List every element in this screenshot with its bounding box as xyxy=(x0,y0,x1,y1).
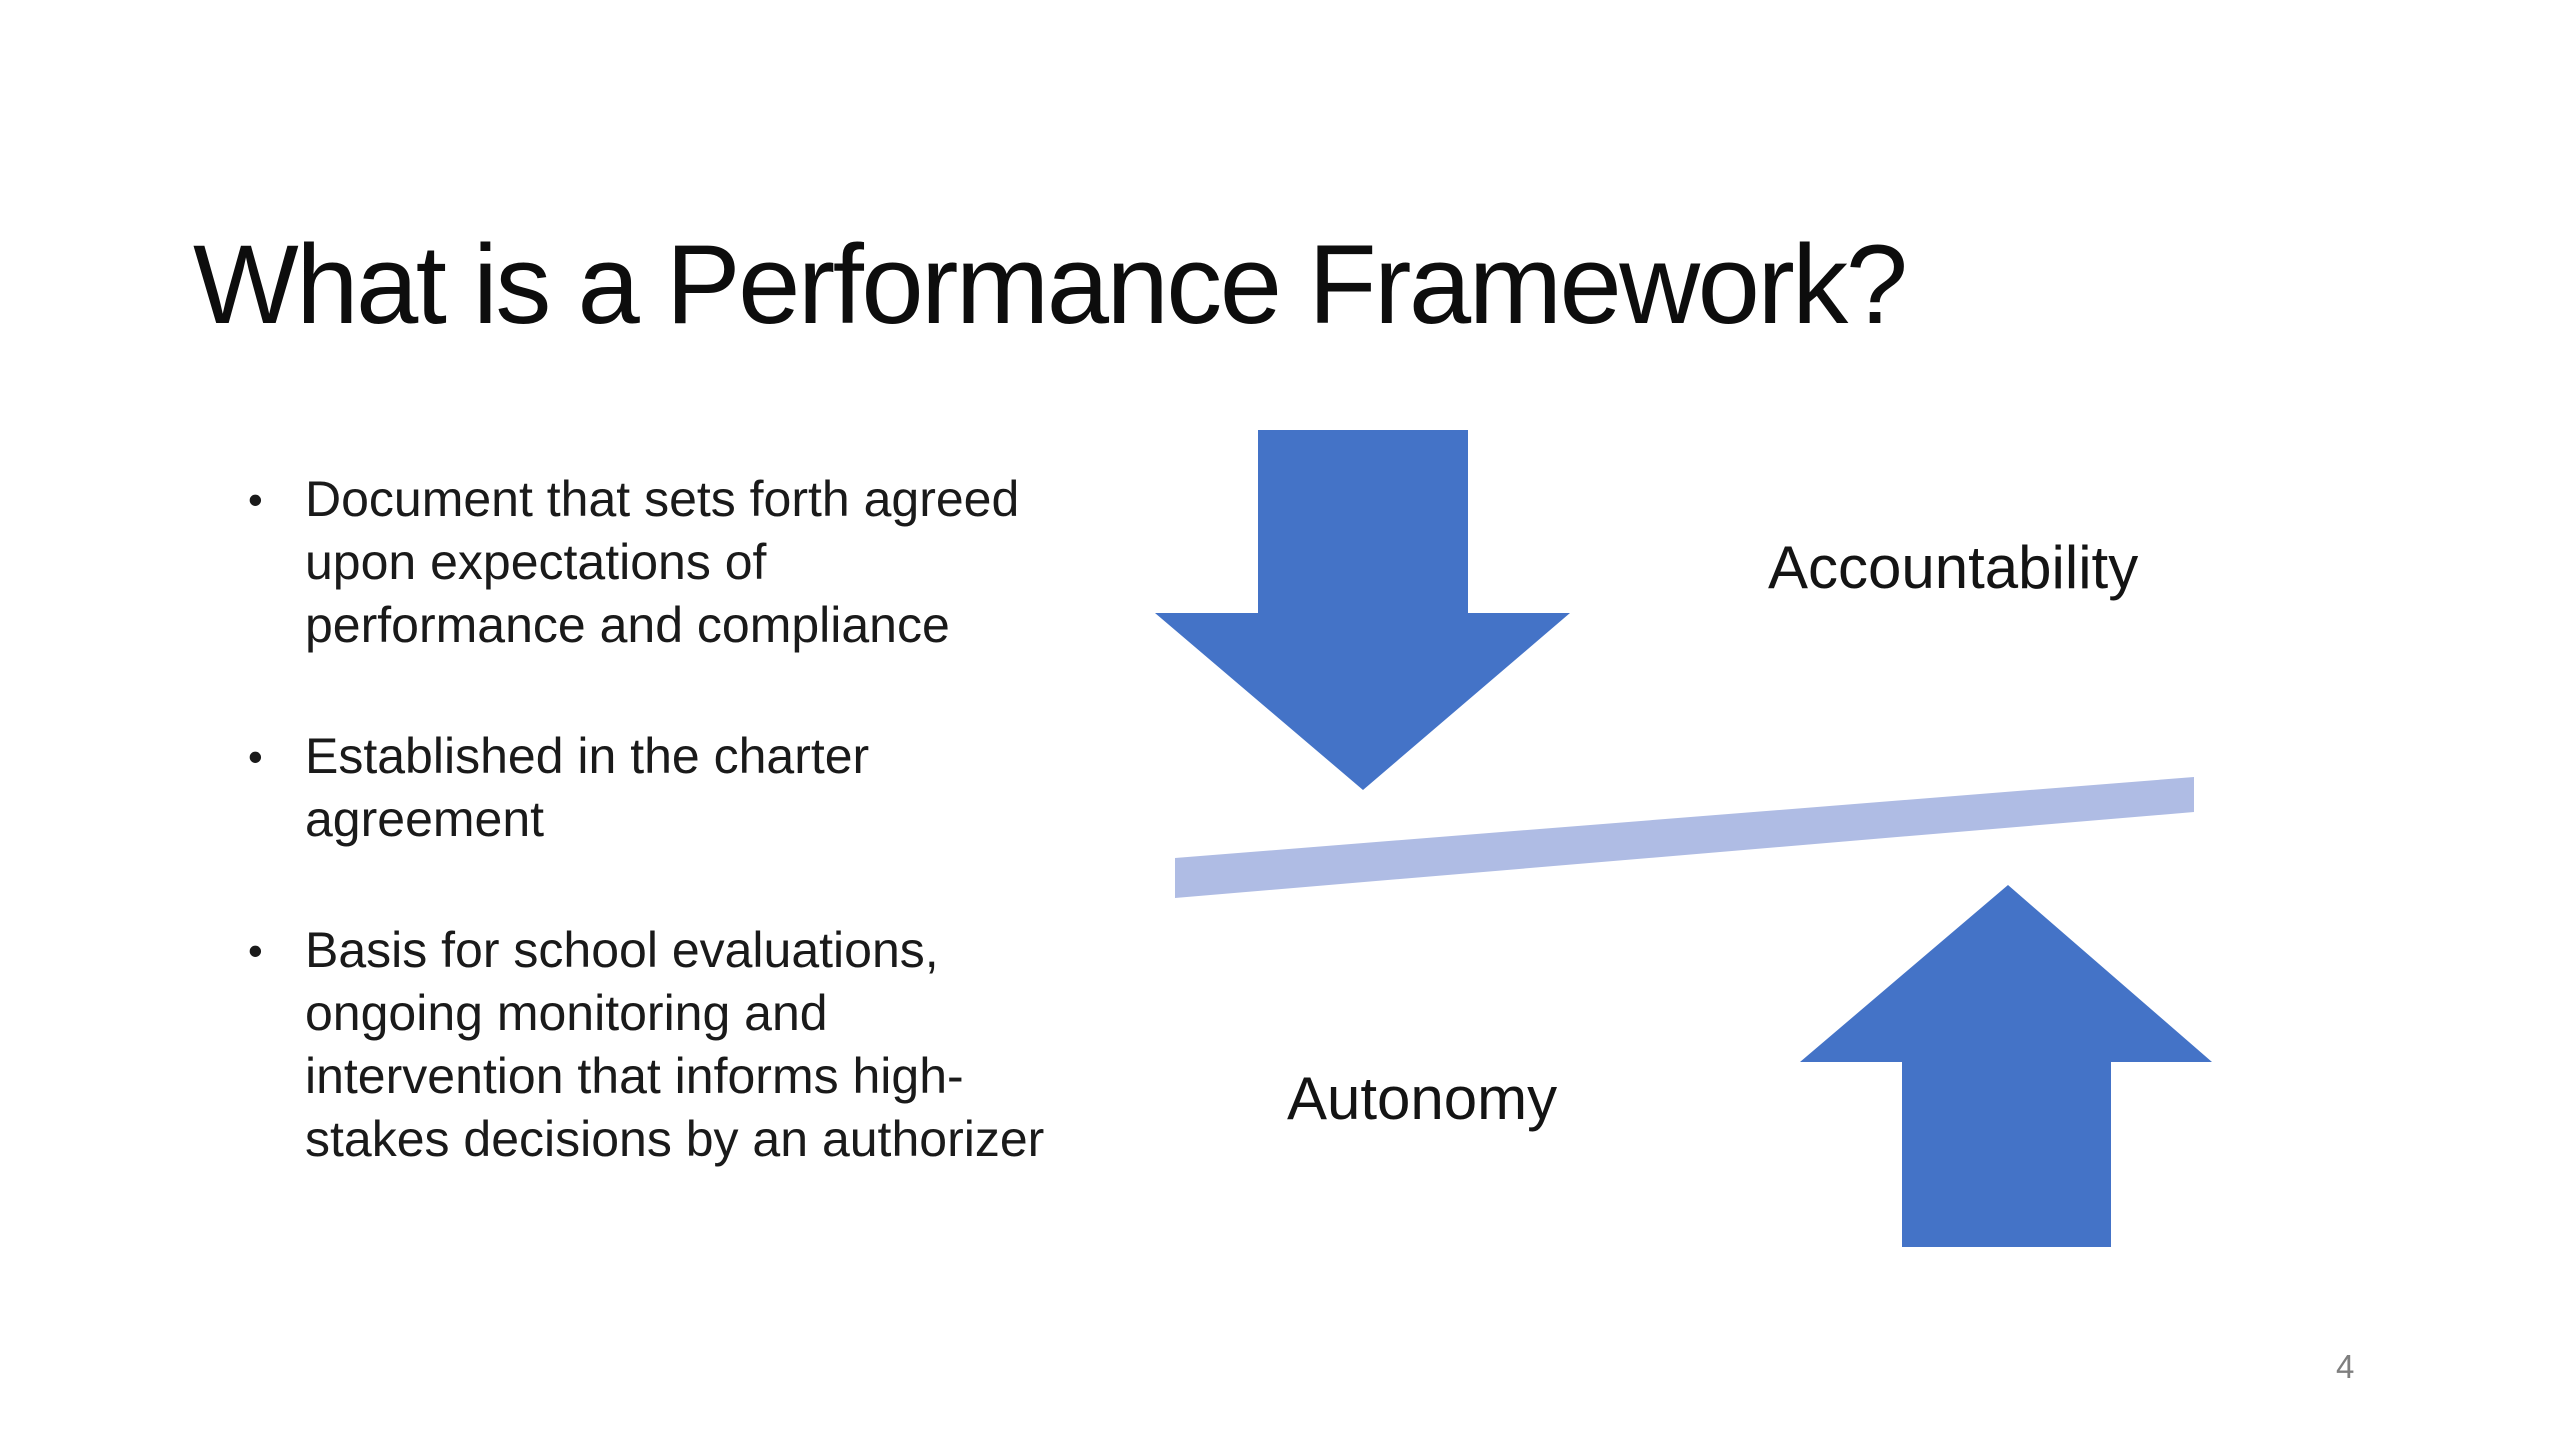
seesaw-bar-shape xyxy=(1175,777,2194,898)
bullet-text: Basis for school evaluations, ongoing mo… xyxy=(305,922,1045,1167)
bullet-dot-icon: • xyxy=(248,476,263,523)
up-arrow-icon xyxy=(1800,885,2212,1247)
slide-title: What is a Performance Framework? xyxy=(193,222,1908,348)
bullet-dot-icon: • xyxy=(248,733,263,780)
down-arrow-icon xyxy=(1155,430,1570,790)
autonomy-label: Autonomy xyxy=(1287,1065,1558,1132)
list-item: • Basis for school evaluations, ongoing … xyxy=(248,919,1148,1171)
bullet-dot-icon: • xyxy=(248,927,263,974)
accountability-label: Accountability xyxy=(1768,534,2139,601)
bullet-text: Document that sets forth agreed upon exp… xyxy=(305,471,1020,653)
list-item: • Document that sets forth agreed upon e… xyxy=(248,468,1148,657)
bullet-text: Established in the charter agreement xyxy=(305,728,870,847)
list-item: • Established in the charter agreement xyxy=(248,725,1148,851)
slide-number: 4 xyxy=(2336,1348,2355,1385)
bullet-list: • Document that sets forth agreed upon e… xyxy=(248,468,1148,1171)
